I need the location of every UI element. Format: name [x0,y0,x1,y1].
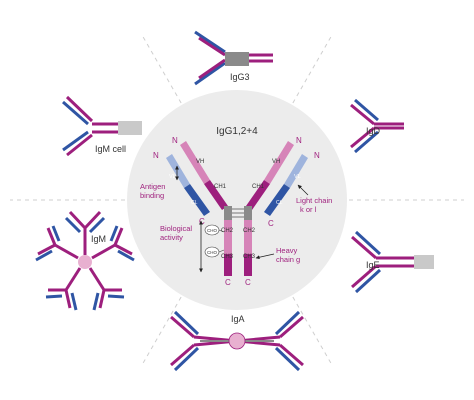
vh-right-label: VH [272,159,280,165]
igg3-label: IgG3 [230,72,250,82]
cho-label-upper: CHO [207,228,217,233]
right-cl-domain [264,184,290,216]
cho-glycan-upper: CHO [204,224,225,236]
vh-left-label: VH [196,159,204,165]
ch2-right-label: CH2 [243,228,256,234]
igm-pentamer: IgM [35,210,135,311]
heavy-chain-line2: chain g [276,255,300,264]
left-cl-domain [184,184,210,216]
light-chain-line1: Light chain [296,196,332,205]
left-vh-domain [180,141,210,184]
biological-activity-line2: activity [160,233,183,242]
right-vl-domain [284,154,308,188]
right-ch1-domain [246,180,270,210]
antigen-binding-line1: Antigen [140,182,165,191]
igg3-molecule: IgG3 [194,30,273,86]
igm-cell-label: IgM cell [95,144,126,154]
hinge-left [224,206,232,220]
iga-j-chain [228,332,246,350]
ige-label: IgE [366,260,380,270]
ch3-right-label: CH3 [243,254,256,260]
left-ch3-domain [224,254,232,276]
antigen-binding-line2: binding [140,191,164,200]
c-terminus-right-heavy: C [245,278,251,287]
ch1-right-label: CH1 [252,184,265,190]
n-terminus-left-heavy: N [172,136,178,145]
igd-molecule: IgD [350,98,404,154]
heavy-chain-line1: Heavy [276,246,298,255]
right-vh-domain [264,141,294,184]
iga-dimer: IgA [170,310,304,372]
left-ch2-domain [224,220,232,254]
ch1-left-label: CH1 [214,184,227,190]
cl-left-label: CL [191,200,198,206]
igg-title: IgG1,2+4 [216,126,258,137]
n-terminus-right-heavy: N [296,136,302,145]
right-ch2-domain [244,220,252,254]
vl-left-label: VL [169,174,176,180]
ch2-left-label: CH2 [221,228,234,234]
c-terminus-left-light: C [199,217,205,226]
c-terminus-left-heavy: C [225,278,231,287]
igm-label: IgM [91,234,106,244]
iga-label: IgA [231,314,245,324]
ige-molecule: IgE [351,230,434,294]
cho-label-lower: CHO [207,250,217,255]
ch3-left-label: CH3 [221,254,234,260]
cho-glycan-lower: CHO [204,246,225,258]
vl-right-label: VL [294,174,301,180]
n-terminus-left-light: N [153,151,159,160]
igm-cell-molecule: IgM cell [62,95,142,157]
n-terminus-right-light: N [314,151,320,160]
biological-activity-line1: Biological [160,224,192,233]
right-ch3-domain [244,254,252,276]
igd-label: IgD [366,126,381,136]
light-chain-line2: k or l [300,205,317,214]
c-terminus-right-light: C [268,219,274,228]
cl-right-label: CL [276,200,283,206]
sector-dividers [10,34,464,366]
hinge-right [244,206,252,220]
j-chain [78,255,92,269]
left-ch1-domain [204,180,228,210]
